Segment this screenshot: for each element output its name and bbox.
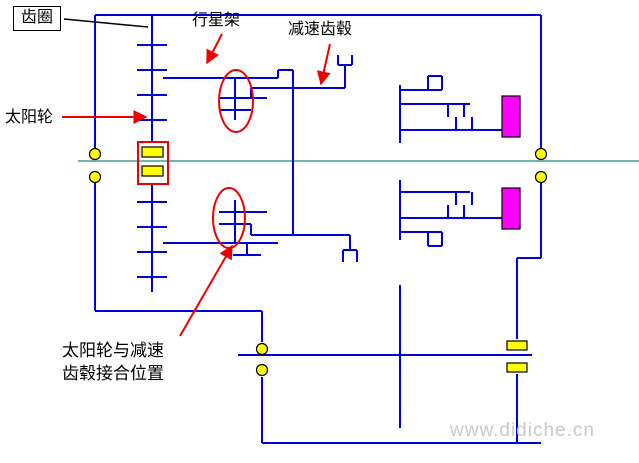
bearing-left-lower bbox=[88, 170, 102, 184]
bearing-bottom-left-lower bbox=[255, 363, 269, 377]
planet-carrier-lines bbox=[163, 69, 293, 256]
bearing-bottom-right-upper bbox=[506, 340, 528, 351]
casing-outline bbox=[94, 14, 542, 444]
output-shaft-lines bbox=[238, 285, 532, 428]
engagement-position-label-line1: 太阳轮与减速 bbox=[62, 341, 164, 360]
sun-gear-shaft bbox=[137, 15, 167, 292]
bearing-right-upper bbox=[534, 147, 548, 161]
bearing-left-upper bbox=[88, 147, 102, 161]
clutch-pack-lower bbox=[399, 180, 502, 247]
synchro-sleeve-upper bbox=[141, 146, 164, 158]
ring-gear-label: 齿圈 bbox=[13, 6, 62, 31]
reduction-hub-arrow bbox=[316, 43, 331, 86]
bearing-right-lower bbox=[534, 170, 548, 184]
reduction-hub-label: 减速齿毂 bbox=[288, 21, 353, 38]
engagement-position-arrow bbox=[179, 244, 233, 337]
bearing-bottom-right-lower bbox=[506, 362, 528, 373]
watermark-text: www.didiche.cn bbox=[450, 420, 595, 441]
synchro-sleeve-lower bbox=[141, 165, 164, 177]
sun-gear-highlight-box bbox=[137, 141, 169, 185]
clutch-drum-lower bbox=[501, 187, 521, 230]
clutch-drum-upper bbox=[501, 95, 521, 138]
clutch-pack-upper bbox=[399, 75, 502, 143]
engagement-position-label: 太阳轮与减速 齿毂接合位置 bbox=[62, 340, 164, 386]
sun-gear-label: 太阳轮 bbox=[5, 109, 54, 126]
planet-carrier-arrow bbox=[206, 33, 223, 65]
mesh-highlight-ellipse-top bbox=[218, 69, 254, 133]
ring-gear-pointer-line bbox=[63, 18, 149, 28]
engagement-position-label-line2: 齿毂接合位置 bbox=[62, 363, 164, 383]
planet-carrier-label: 行星架 bbox=[192, 12, 241, 29]
reduction-hub-drum bbox=[251, 55, 358, 262]
mesh-highlight-ellipse-bottom bbox=[212, 187, 246, 249]
bearing-bottom-left-upper bbox=[255, 342, 269, 356]
